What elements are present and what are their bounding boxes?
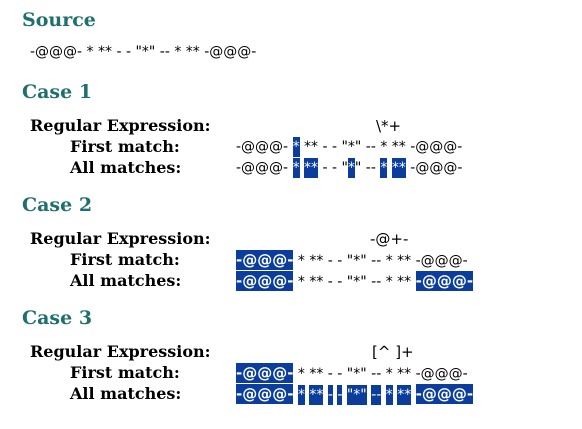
match-highlight: -@@@- (236, 363, 294, 383)
case-1-heading: Case 1 (22, 81, 93, 103)
match-text: - - " (318, 160, 348, 176)
case-2-first-label: First match: (70, 250, 180, 269)
match-text: -@@@- (236, 160, 293, 176)
case-3-all-label: All matches: (70, 384, 182, 403)
match-highlight: * (347, 158, 355, 178)
match-highlight: * (292, 158, 300, 178)
match-highlight: * (380, 158, 388, 178)
match-highlight: -- (371, 385, 382, 405)
case-1-all-label: All matches: (70, 158, 182, 177)
case-3-first-match: -@@@- * ** - - "*" -- * ** -@@@- (236, 363, 468, 383)
match-text: * ** - - "*" -- * ** (293, 274, 416, 290)
match-text: * ** - - "*" -- * ** -@@@- (293, 253, 468, 269)
case-3-all-matches: -@@@- * ** - - "*" -- * ** -@@@- (236, 384, 474, 405)
match-highlight: * (292, 137, 300, 157)
match-text: -@@@- (236, 139, 293, 155)
case-2-regex: -@+- (370, 230, 409, 248)
match-highlight: ** (304, 158, 319, 178)
case-2-heading: Case 2 (22, 194, 93, 216)
case-3-heading: Case 3 (22, 307, 93, 329)
match-highlight: -@@@- (236, 250, 294, 270)
match-highlight: ** (309, 385, 324, 405)
match-highlight: -@@@- (236, 384, 294, 404)
match-text: " -- (354, 160, 381, 176)
match-highlight: ** (397, 385, 412, 405)
match-highlight: -@@@- (236, 271, 294, 291)
case-1-regex: \*+ (376, 117, 402, 135)
case-1-all-matches: -@@@- * ** - - "*" -- * ** -@@@- (236, 158, 462, 178)
match-highlight: ** (391, 158, 406, 178)
case-2-all-label: All matches: (70, 271, 182, 290)
case-3-first-label: First match: (70, 363, 180, 382)
match-highlight: * (385, 385, 393, 405)
match-highlight: -@@@- (415, 271, 474, 291)
case-1-first-label: First match: (70, 137, 180, 156)
match-highlight: - (327, 385, 333, 405)
match-text: ** - - "*" -- * ** -@@@- (299, 139, 463, 155)
case-3-regex: [^ ]+ (372, 343, 414, 361)
case-2-regex-label: Regular Expression: (30, 229, 211, 248)
match-text: * ** - - "*" -- * ** -@@@- (293, 366, 468, 382)
case-2-all-matches: -@@@- * ** - - "*" -- * ** -@@@- (236, 271, 474, 291)
match-highlight: * (297, 385, 305, 405)
source-heading: Source (22, 9, 96, 31)
case-1-regex-label: Regular Expression: (30, 116, 211, 135)
source-text: -@@@- * ** - - "*" -- * ** -@@@- (30, 44, 257, 60)
match-highlight: -@@@- (415, 384, 474, 404)
case-3-regex-label: Regular Expression: (30, 342, 211, 361)
case-2-first-match: -@@@- * ** - - "*" -- * ** -@@@- (236, 250, 468, 270)
match-highlight: "*" (346, 385, 367, 405)
match-highlight: - (337, 385, 343, 405)
case-1-first-match: -@@@- * ** - - "*" -- * ** -@@@- (236, 137, 462, 157)
match-text: -@@@- (405, 160, 463, 176)
